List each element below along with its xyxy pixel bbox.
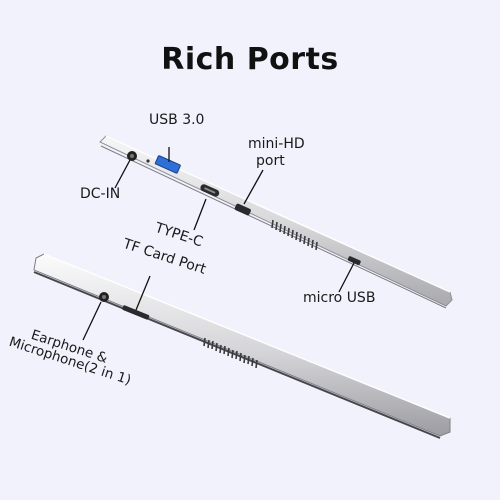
keyboard-base-device: [99, 135, 453, 309]
tf-card-slot: [122, 305, 150, 320]
callout-lines: [82, 147, 355, 341]
mini-hd-label-line2: port: [256, 153, 285, 169]
micro-usb-callout-line: [338, 262, 355, 293]
usb-3-label: USB 3.0: [149, 112, 205, 128]
mini-hd-callout-line: [243, 169, 264, 205]
dc-in-callout-line: [114, 159, 131, 189]
dc-in-label: DC-IN: [80, 186, 121, 202]
earphone-callout-line: [82, 301, 102, 341]
type-c-callout-line: [193, 198, 207, 231]
speaker-grille: [271, 219, 318, 251]
tablet-speaker-grille: [203, 337, 258, 369]
micro-usb-port: [347, 256, 361, 266]
type-c-port: [200, 184, 220, 197]
earphone-jack: [99, 292, 109, 302]
mini-hd-port: [234, 203, 251, 216]
mini-hd-label-line1: mini-HD: [248, 136, 305, 152]
tablet-device: [33, 253, 451, 439]
page-title: Rich Ports: [161, 42, 339, 77]
micro-usb-label: micro USB: [303, 290, 376, 306]
tf-card-callout-line: [135, 275, 151, 311]
